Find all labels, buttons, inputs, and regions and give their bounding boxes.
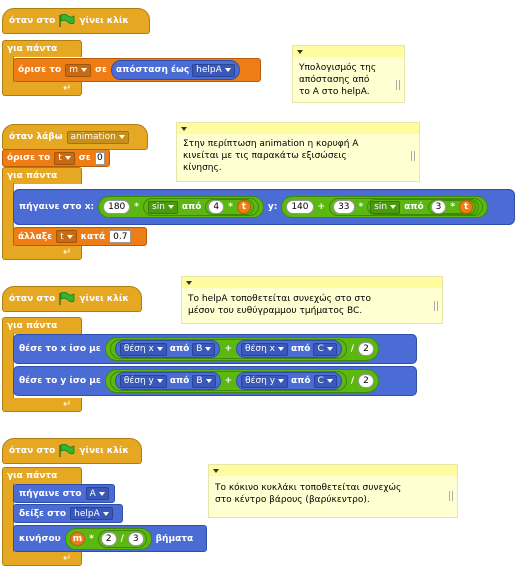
plus-reporter[interactable]: θέση x από B + θέση x από C (109, 339, 347, 359)
attribute-dropdown[interactable]: θέση y (119, 374, 167, 388)
comment-helpA[interactable]: Το helpA τοποθετείται συνεχώς στο στο μέ… (181, 276, 443, 324)
sin-reporter[interactable]: sin από 3 * t (367, 199, 480, 215)
m-variable[interactable]: m (69, 531, 86, 546)
sprite-dropdown[interactable]: C (313, 374, 337, 388)
comment-distance[interactable]: Υπολογισμός της απόστασης από το Α στο h… (292, 45, 405, 103)
set-variable-block[interactable]: όρισε το m σε απόσταση έως helpA (13, 58, 261, 82)
collapse-comment-icon[interactable] (297, 49, 303, 54)
multiply-reporter[interactable]: 4 * t (205, 199, 254, 215)
attribute-dropdown[interactable]: θέση x (119, 342, 167, 356)
forever-loop[interactable]: για πάντα (2, 467, 82, 484)
go-to-xy-block[interactable]: πήγαινε στο x: 180 * sin από 4 * t y: 14… (13, 189, 515, 225)
sprite-dropdown[interactable]: B (192, 374, 216, 388)
plus-reporter-x[interactable]: 180 * sin από 4 * t (98, 196, 264, 218)
go-to-block[interactable]: πήγαινε στο A (13, 484, 115, 503)
move-steps-block[interactable]: κινήσου m * 2 / 3 βήματα (13, 525, 207, 552)
green-flag-icon (58, 14, 76, 28)
variable-dropdown[interactable]: m (65, 63, 91, 77)
position-of-reporter[interactable]: θέση y από C (236, 372, 342, 390)
forever-loop[interactable]: για πάντα (2, 317, 82, 334)
comment-animation[interactable]: Στην περίπτωση animation η κορυφή Α κινε… (176, 122, 420, 182)
collapse-comment-icon[interactable] (181, 126, 187, 131)
position-of-reporter[interactable]: θέση y από B (114, 372, 221, 390)
plus-reporter[interactable]: θέση y από B + θέση y από C (109, 371, 347, 391)
target-dropdown[interactable]: A (85, 487, 109, 500)
change-t-block[interactable]: άλλαξε t κατά 0.7 (13, 227, 147, 246)
value-input[interactable]: 0 (94, 151, 105, 165)
t-variable[interactable]: t (459, 200, 474, 214)
divide-reporter[interactable]: θέση x από B + θέση x από C / 2 (104, 337, 379, 361)
function-dropdown[interactable]: sin (148, 200, 178, 214)
loop-arrow-icon: ↵ (63, 83, 72, 94)
target-dropdown[interactable]: helpA (70, 507, 113, 520)
distance-to-reporter[interactable]: απόσταση έως helpA (111, 60, 240, 80)
green-flag-icon (58, 444, 76, 458)
forever-loop[interactable]: για πάντα (2, 167, 82, 184)
message-dropdown[interactable]: animation (66, 130, 129, 144)
plus-reporter-y[interactable]: 140 + 33 * sin από 3 * t (281, 196, 489, 218)
position-of-reporter[interactable]: θέση x από B (114, 340, 221, 358)
multiply-reporter[interactable]: 33 * sin από 3 * t (329, 198, 484, 216)
distance-target-dropdown[interactable]: helpA (192, 63, 235, 77)
collapse-comment-icon[interactable] (213, 468, 219, 473)
when-i-receive-hat[interactable]: όταν λάβω animation (2, 124, 148, 150)
when-flag-clicked-hat[interactable]: όταν στο γίνει κλίκ (2, 286, 142, 312)
attribute-dropdown[interactable]: θέση x (241, 342, 288, 356)
when-flag-clicked-hat[interactable]: όταν στο γίνει κλίκ (2, 8, 150, 34)
resize-grip-icon[interactable] (434, 301, 438, 311)
value-input[interactable]: 0.7 (109, 230, 132, 243)
position-of-reporter[interactable]: θέση x από C (236, 340, 342, 358)
variable-dropdown[interactable]: t (56, 230, 77, 243)
loop-arrow-icon: ↵ (63, 399, 72, 410)
multiply-reporter[interactable]: 3 * t (427, 200, 477, 214)
sin-reporter[interactable]: sin από 4 * t (143, 198, 259, 216)
sprite-dropdown[interactable]: B (192, 342, 216, 356)
green-flag-icon (58, 292, 76, 306)
set-t-block[interactable]: όρισε το t σε 0 (2, 149, 110, 167)
divide-reporter[interactable]: 2 / 3 (97, 529, 147, 548)
collapse-comment-icon[interactable] (186, 280, 192, 285)
point-towards-block[interactable]: δείξε στο helpA (13, 504, 123, 523)
when-flag-clicked-hat[interactable]: όταν στο γίνει κλίκ (2, 438, 142, 464)
sprite-dropdown[interactable]: C (313, 342, 337, 356)
loop-arrow-icon: ↵ (63, 553, 72, 564)
function-dropdown[interactable]: sin (370, 200, 401, 214)
t-variable[interactable]: t (236, 200, 251, 214)
resize-grip-icon[interactable] (411, 151, 415, 161)
divide-reporter[interactable]: θέση y από B + θέση y από C / 2 (104, 369, 379, 393)
variable-dropdown[interactable]: t (54, 151, 75, 165)
comment-centroid[interactable]: Το κόκινο κυκλάκι τοποθετείται συνεχώς σ… (208, 464, 458, 518)
loop-arrow-icon: ↵ (63, 247, 72, 258)
resize-grip-icon[interactable] (449, 491, 453, 501)
resize-grip-icon[interactable] (396, 80, 400, 90)
multiply-reporter[interactable]: m * 2 / 3 (64, 527, 152, 550)
attribute-dropdown[interactable]: θέση y (241, 374, 289, 388)
set-y-block[interactable]: θέσε το y ίσο με θέση y από B + θέση y α… (13, 366, 417, 396)
forever-loop[interactable]: για πάντα (2, 40, 82, 57)
set-x-block[interactable]: θέσε το x ίσο με θέση x από B + θέση x α… (13, 334, 417, 364)
